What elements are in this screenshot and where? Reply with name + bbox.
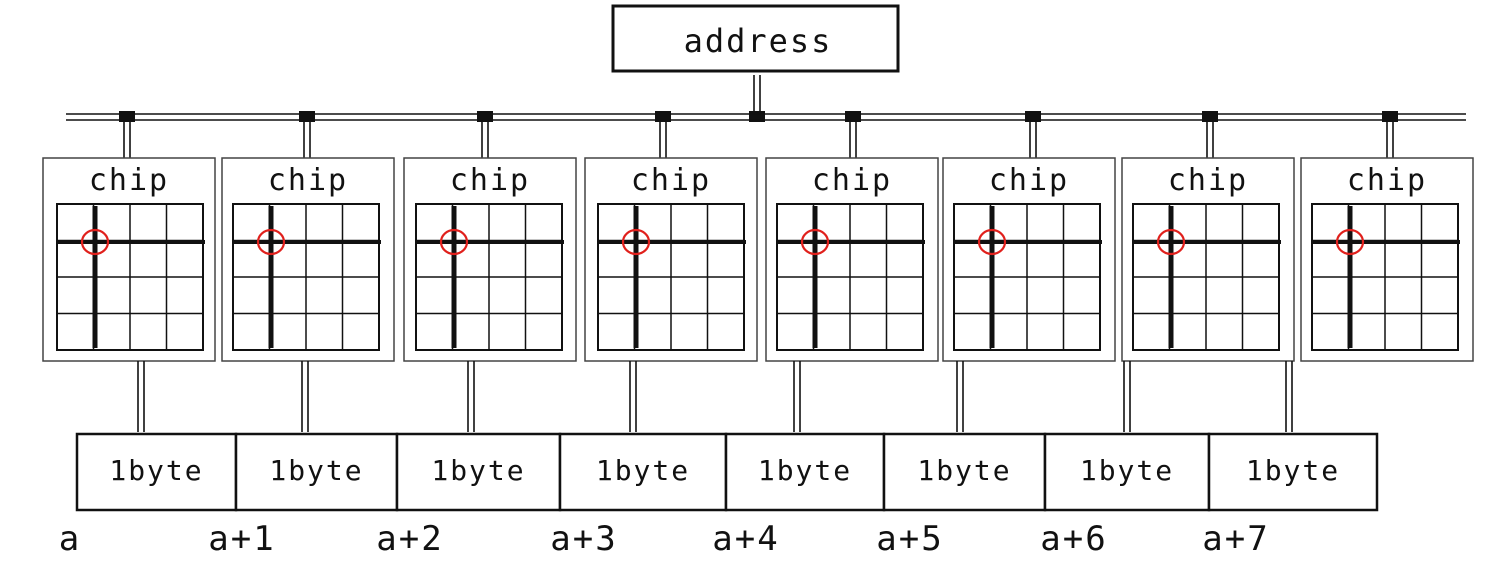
- address-offset-label: a+2: [376, 519, 443, 559]
- byte-cell-frame: [882, 432, 1047, 512]
- chip-label: chip: [631, 163, 711, 198]
- chip-bus-link: [303, 122, 311, 158]
- chip-byte-link: [137, 361, 145, 432]
- address-offset-label: a+4: [712, 519, 779, 559]
- cell-grid: [415, 203, 564, 351]
- byte-cell-frame: [558, 432, 728, 512]
- address-offset-label: a+6: [1040, 519, 1107, 559]
- byte-cell: 1byte: [75, 432, 238, 512]
- address-bus-link: [753, 75, 761, 113]
- chip-label: chip: [89, 163, 169, 198]
- address-offset-label: a+5: [876, 519, 943, 559]
- chip-label: chip: [450, 163, 530, 198]
- chip-bus-link: [1386, 122, 1394, 158]
- chip-label: chip: [812, 163, 892, 198]
- chip-byte-link: [956, 361, 964, 432]
- byte-cell: 1byte: [234, 432, 399, 512]
- byte-cell: 1byte: [1207, 432, 1379, 512]
- chip-byte-link: [629, 361, 637, 432]
- byte-label: 1byte: [1246, 454, 1340, 487]
- address-label: address: [684, 22, 833, 60]
- selected-cell-marker: [1335, 228, 1365, 256]
- chip: chip: [403, 111, 577, 362]
- byte-cell: 1byte: [1043, 432, 1211, 512]
- byte-label: 1byte: [109, 454, 203, 487]
- cell-grid: [232, 203, 381, 351]
- address-bus: [66, 113, 1466, 121]
- chip-label: chip: [989, 163, 1069, 198]
- bus-tap: [845, 111, 861, 122]
- cell-grid: [776, 203, 925, 351]
- chip-label: chip: [268, 163, 348, 198]
- chip-byte-link: [793, 361, 801, 432]
- selected-cell-marker: [977, 228, 1007, 256]
- chip-label: chip: [1168, 163, 1248, 198]
- bus-tap: [1202, 111, 1218, 122]
- bus-tap: [1382, 111, 1398, 122]
- selected-cell-marker: [1156, 228, 1186, 256]
- bus-tap: [477, 111, 493, 122]
- bus-junction: [749, 111, 765, 122]
- chip-byte-link: [1123, 361, 1131, 432]
- chip-bus-link: [1029, 122, 1037, 158]
- chip-byte-link: [1285, 361, 1293, 432]
- byte-label: 1byte: [269, 454, 363, 487]
- byte-cell: 1byte: [558, 432, 728, 512]
- chip-label: chip: [1347, 163, 1427, 198]
- chip-byte-link: [301, 361, 309, 432]
- chip-byte-link: [467, 361, 475, 432]
- chip-bus-link: [481, 122, 489, 158]
- address-box: address: [611, 4, 900, 73]
- bus-tap: [299, 111, 315, 122]
- chip: chip: [1300, 111, 1474, 362]
- byte-label: 1byte: [431, 454, 525, 487]
- chip-bus-link: [659, 122, 667, 158]
- cell-grid: [1311, 203, 1460, 351]
- chip: chip: [1121, 111, 1295, 362]
- selected-cell-marker: [80, 228, 110, 256]
- selected-cell-marker: [800, 228, 830, 256]
- address-offset-label: a: [59, 519, 81, 559]
- selected-cell-marker: [256, 228, 286, 256]
- byte-label: 1byte: [917, 454, 1011, 487]
- address-offset-label: a+3: [550, 519, 617, 559]
- byte-cell-frame: [75, 432, 238, 512]
- byte-cell: 1byte: [395, 432, 562, 512]
- byte-cell: 1byte: [724, 432, 886, 512]
- chip-bus-link: [1206, 122, 1214, 158]
- chip: chip: [765, 111, 939, 362]
- byte-cell-frame: [1207, 432, 1379, 512]
- chip-bus-link: [849, 122, 857, 158]
- cell-grid: [953, 203, 1102, 351]
- byte-row: 1byte 1byte 1byte 1byte 1byte 1byte 1byte 1byte: [75, 432, 1379, 512]
- byte-cell-frame: [234, 432, 399, 512]
- bus-tap: [1025, 111, 1041, 122]
- byte-label: 1byte: [596, 454, 690, 487]
- chip-bus-link: [123, 122, 131, 158]
- byte-cell: 1byte: [882, 432, 1047, 512]
- cell-grid: [56, 203, 205, 351]
- cell-grid: [1132, 203, 1281, 351]
- cell-grid: [597, 203, 746, 351]
- byte-label: 1byte: [1080, 454, 1174, 487]
- chip: chip: [221, 111, 395, 362]
- bus-tap: [655, 111, 671, 122]
- address-offset-label: a+1: [208, 519, 275, 559]
- chip: chip: [942, 111, 1116, 362]
- selected-cell-marker: [621, 228, 651, 256]
- chip: chip: [584, 111, 758, 362]
- chip: chip: [42, 111, 216, 362]
- selected-cell-marker: [439, 228, 469, 256]
- byte-label: 1byte: [758, 454, 852, 487]
- address-box-frame: [611, 4, 900, 73]
- bus-tap: [119, 111, 135, 122]
- address-offset-label: a+7: [1202, 519, 1269, 559]
